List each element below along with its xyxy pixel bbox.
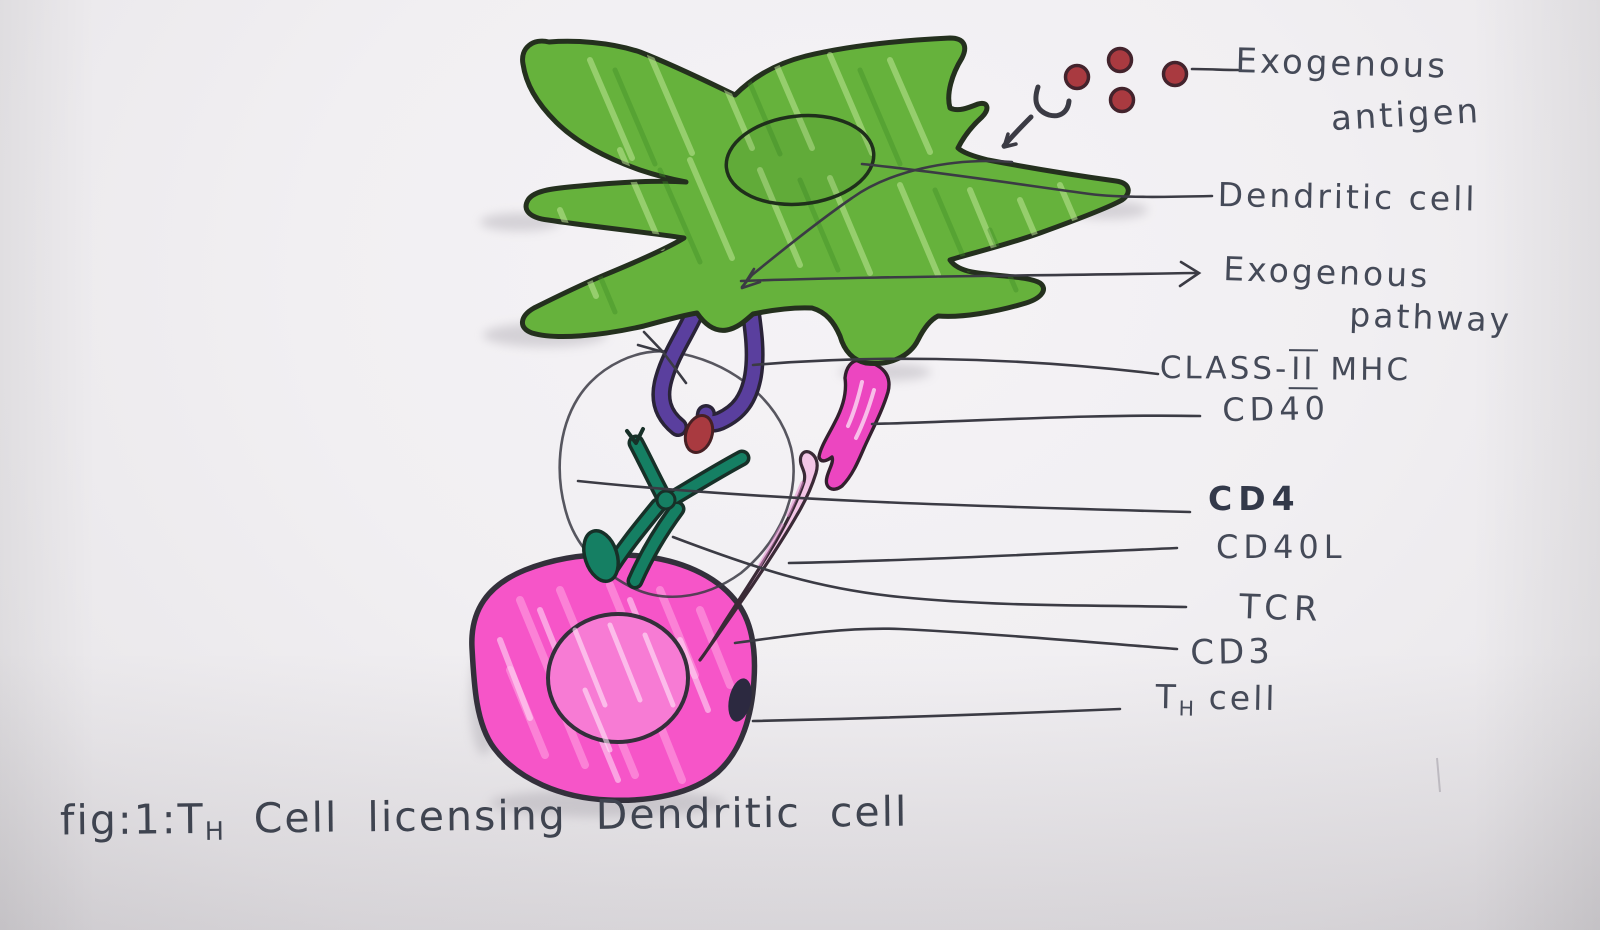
tcr-structure <box>599 427 751 590</box>
leader-dendritic-cell <box>860 162 1214 199</box>
antigen-peptide <box>683 413 715 455</box>
dendritic-cell-shape <box>520 35 1131 367</box>
caption-suffix: Cell licensing Dendritic cell <box>224 787 909 843</box>
label-exogenous-antigen-line2: antigen <box>1329 91 1482 139</box>
antigen-uptake-arrow <box>1001 84 1072 149</box>
th-cell-prefix: T <box>1155 677 1180 717</box>
antigen-dot <box>1108 86 1136 114</box>
class-ii-mhc-prefix: CLASS- <box>1159 350 1290 388</box>
cd40l-structure <box>698 450 819 662</box>
class-ii-mhc-suffix: MHC <box>1317 351 1412 389</box>
th-membrane-dark-patch <box>728 678 752 722</box>
interaction-zone-outline <box>558 349 795 599</box>
exogenous-pathway-internal-arrow <box>740 159 1014 289</box>
label-dendritic-cell: Dendritic cell <box>1217 175 1478 219</box>
leader-cd40l <box>787 546 1179 565</box>
label-exogenous-antigen-line1: Exogenous <box>1235 41 1449 87</box>
label-cd40l: CD40L <box>1216 528 1347 566</box>
leader-exogenous-pathway <box>739 271 1198 283</box>
exogenous-antigen-dots <box>1063 46 1189 114</box>
leader-lines <box>576 67 1240 723</box>
leader-cd4 <box>576 479 1192 514</box>
exogenous-pathway-arrowhead <box>740 267 762 290</box>
label-class-ii-mhc: CLASS-II MHC <box>1159 349 1412 390</box>
label-cd4: CD4 <box>1208 479 1301 518</box>
leader-cd3 <box>733 627 1179 651</box>
caption-subscript: H <box>204 815 226 846</box>
leader-tcr <box>671 535 1188 609</box>
label-th-cell: TH cell <box>1155 677 1278 722</box>
antigen-dot <box>1063 63 1091 91</box>
class-ii-mhc-numeral: II <box>1289 349 1318 390</box>
th-cell-suffix: cell <box>1194 677 1278 719</box>
label-cd3: CD3 <box>1189 631 1275 673</box>
leader-exogenous-pathway-head <box>1178 260 1202 288</box>
dendritic-nucleus <box>724 113 876 207</box>
leader-class-ii-mhc <box>751 357 1160 376</box>
leader-exogenous-antigen <box>1190 67 1240 72</box>
th-cell-shape <box>469 551 758 804</box>
figure-caption: fig:1:TH Cell licensing Dendritic cell <box>60 788 909 848</box>
antigen-dot <box>1161 60 1189 88</box>
cd4-structure <box>582 529 620 583</box>
label-exogenous-pathway-line1: Exogenous <box>1222 249 1432 296</box>
th-cell-subscript: H <box>1178 696 1196 721</box>
membrane-tick-mark <box>636 330 688 385</box>
antigen-dot <box>1106 46 1134 74</box>
stray-mark <box>1436 757 1441 793</box>
label-exogenous-pathway-line2: pathway <box>1348 295 1513 340</box>
caption-prefix: fig:1:T <box>59 794 205 845</box>
label-cd40: CD40 <box>1221 389 1331 429</box>
label-tcr: TCR <box>1238 587 1325 630</box>
leader-th-cell <box>751 707 1122 723</box>
th-cell-nucleus <box>546 612 690 744</box>
leader-cd40 <box>870 414 1202 426</box>
